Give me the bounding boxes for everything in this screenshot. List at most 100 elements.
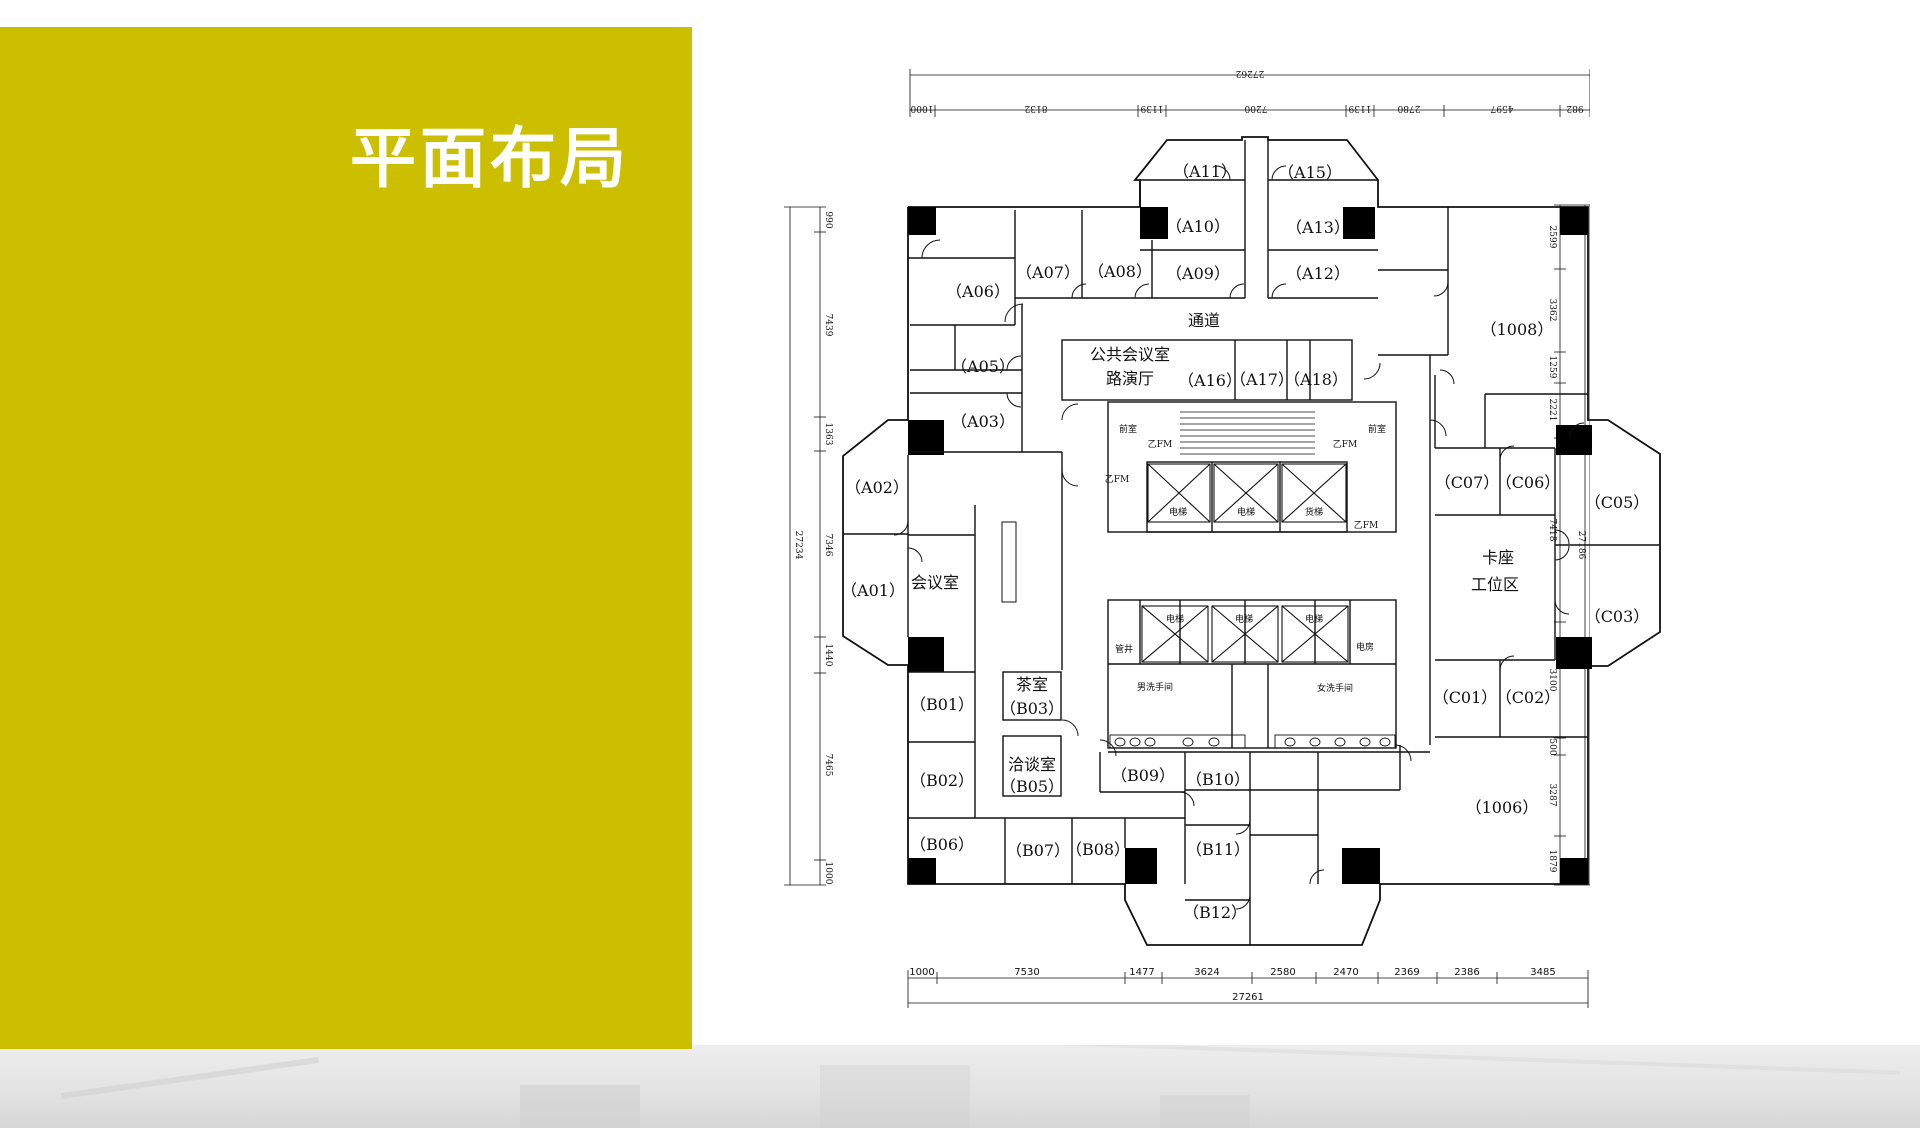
door-swings [893, 165, 1585, 910]
dim-right-seg: 1879 [1547, 850, 1557, 873]
dim-left-seg: 1000 [823, 862, 833, 885]
room-label-A15: （A15） [1278, 163, 1342, 182]
label-elevator: 电梯 [1166, 613, 1184, 625]
room-label-C05: （C05） [1585, 493, 1650, 512]
label-negotiation-room: 洽谈室 [1008, 755, 1056, 774]
dim-top-seg: 982 [1566, 103, 1583, 113]
dim-top-seg: 7200 [1244, 103, 1267, 113]
label-elevator: 电梯 [1305, 613, 1323, 625]
dim-bottom-seg: 3485 [1530, 967, 1555, 978]
room-label-A11: （A11） [1173, 162, 1237, 181]
room-label-B03: （B03） [1000, 699, 1064, 718]
label-front-room-left: 前室 [1119, 423, 1137, 435]
room-label-B11: （B11） [1186, 840, 1250, 859]
toilet-fixtures [1109, 734, 1396, 749]
label-corridor: 通道 [1188, 311, 1220, 330]
dim-bottom-seg: 2369 [1394, 967, 1419, 978]
dim-bottom-seg: 2386 [1454, 967, 1479, 978]
background-photo-strip [0, 1045, 1920, 1128]
room-label-B12: （B12） [1183, 903, 1247, 922]
room-label-C03: （C03） [1585, 607, 1650, 626]
label-fire-door: 乙FM [1105, 474, 1129, 485]
room-label-A02: （A02） [845, 478, 909, 497]
label-fire-door: 乙FM [1333, 439, 1357, 450]
room-label-A01: （A01） [841, 581, 905, 600]
room-label-A07: （A07） [1016, 263, 1080, 282]
dim-bottom-seg: 7530 [1014, 967, 1039, 978]
dim-right-seg: 7418 [1547, 519, 1557, 542]
dim-left-seg: 7465 [823, 754, 833, 777]
room-label-B02: （B02） [910, 771, 974, 790]
room-label-B10: （B10） [1186, 770, 1250, 789]
dim-top-total: 27262 [1236, 68, 1265, 78]
room-label-A18: （A18） [1284, 370, 1348, 389]
room-label-B07: （B07） [1006, 841, 1070, 860]
dim-right-seg: 500 [1547, 738, 1557, 755]
room-label-meeting: 会议室 [911, 573, 959, 592]
room-label-A17: （A17） [1230, 370, 1294, 389]
title-panel: 平面布局 [0, 27, 692, 1049]
dim-right-seg: 3287 [1547, 784, 1557, 807]
room-label-B06: （B06） [910, 835, 974, 854]
label-pipe-shaft: 管井 [1115, 643, 1133, 655]
room-label-C01: （C01） [1433, 688, 1498, 707]
room-label-C02: （C02） [1496, 688, 1561, 707]
label-front-room-right: 前室 [1368, 423, 1386, 435]
room-label-A12: （A12） [1286, 264, 1350, 283]
dim-bottom-seg: 3624 [1194, 967, 1219, 978]
label-workstation: 工位区 [1471, 575, 1519, 594]
room-label-A05: （A05） [951, 357, 1015, 376]
room-label-B01: （B01） [910, 695, 974, 714]
room-label-B09: （B09） [1111, 766, 1175, 785]
dim-bottom-seg: 1000 [909, 967, 934, 978]
elevator-shafts [1001, 411, 1349, 663]
room-label-A10: （A10） [1166, 217, 1230, 236]
label-public-meeting: 公共会议室 [1090, 345, 1170, 364]
room-label-A08: （A08） [1088, 262, 1152, 281]
label-freight-elevator: 货梯 [1305, 506, 1323, 518]
dim-top-seg: 8132 [1025, 103, 1048, 113]
dim-top-seg: 1139 [1348, 103, 1371, 113]
dim-bottom-seg: 2580 [1270, 967, 1295, 978]
dimension-left [784, 206, 826, 886]
dim-right-seg: 1259 [1547, 356, 1557, 379]
dim-left-total: 27234 [793, 531, 803, 560]
dimension-bottom [907, 970, 1589, 1008]
dim-right-seg: 3100 [1547, 669, 1557, 692]
label-roadshow: 路演厅 [1106, 369, 1154, 388]
dim-bottom-seg: 2470 [1333, 967, 1358, 978]
structural-pillars [908, 207, 1592, 884]
room-labels: （A11） （A15） （A10） （A13） （A09） （A12） （A07… [841, 162, 1649, 922]
dim-left-seg: 7346 [823, 534, 833, 557]
page-title: 平面布局 [350, 120, 630, 197]
dim-top-seg: 1139 [1140, 103, 1163, 113]
label-electrical-room: 电房 [1356, 641, 1374, 653]
label-fire-door: 乙FM [1148, 439, 1172, 450]
label-mens-toilet: 男洗手间 [1137, 681, 1173, 693]
dim-left-seg: 1440 [823, 644, 833, 667]
room-label-1008: （1008） [1481, 320, 1554, 339]
room-label-B08: （B08） [1066, 840, 1130, 859]
dim-right-seg: 3362 [1547, 299, 1557, 322]
room-label-A13: （A13） [1286, 218, 1350, 237]
label-womens-toilet: 女洗手间 [1317, 682, 1353, 694]
room-label-A16: （A16） [1178, 371, 1242, 390]
dim-bottom-total: 27261 [1232, 992, 1264, 1003]
label-fire-door: 乙FM [1354, 520, 1378, 531]
room-label-1006: （1006） [1466, 798, 1539, 817]
dim-bottom-seg: 1477 [1129, 967, 1154, 978]
core-labels: 前室 前室 乙FM 乙FM 乙FM 乙FM 电梯 电梯 货梯 电梯 电梯 电梯 … [1105, 423, 1386, 694]
dim-top-seg: 1000 [910, 103, 933, 113]
label-elevator: 电梯 [1235, 613, 1253, 625]
label-booth: 卡座 [1482, 548, 1514, 567]
building-outline [842, 136, 1661, 946]
dim-left-seg: 990 [823, 211, 833, 228]
label-tea-room: 茶室 [1016, 675, 1048, 694]
dim-left-seg: 1363 [823, 423, 833, 446]
dim-top-seg: 4597 [1490, 103, 1513, 113]
dim-left-seg: 7439 [823, 314, 833, 337]
dimension-top [909, 69, 1590, 117]
dim-right-seg: 2599 [1547, 226, 1557, 249]
interior-walls [843, 140, 1660, 945]
